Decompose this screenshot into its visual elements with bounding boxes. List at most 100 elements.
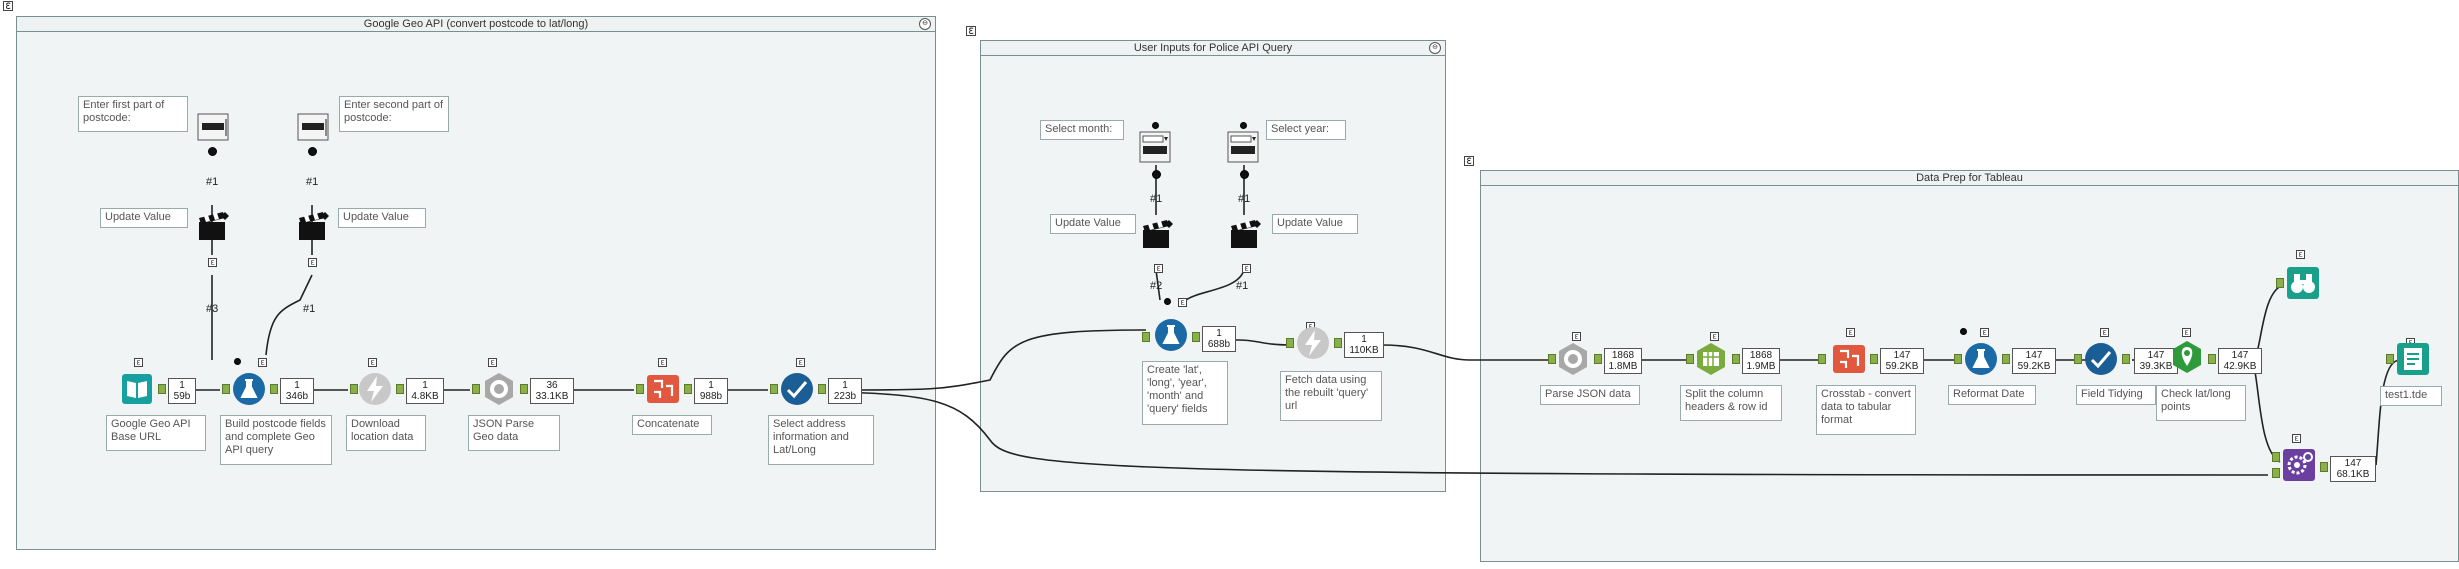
select-tool[interactable] [2084, 342, 2118, 376]
output-anchor[interactable] [396, 384, 404, 394]
interface-flag-icon[interactable]: ℇ [208, 258, 217, 267]
tool-annotation[interactable]: Build postcode fields and complete Geo A… [220, 415, 332, 465]
tool-annotation[interactable]: Create 'lat', 'long', 'year', 'month' an… [1142, 361, 1228, 425]
action-tool[interactable] [1140, 218, 1174, 252]
output-data-tool[interactable] [2396, 342, 2430, 376]
crosstab-tool[interactable] [1832, 342, 1866, 376]
container-header[interactable]: Data Prep for Tableau [1481, 171, 2458, 186]
tool-flag-icon[interactable]: ℇ [2292, 434, 2301, 443]
tool-flag-icon[interactable]: ℇ [1572, 332, 1581, 341]
text-box-tool[interactable] [196, 110, 230, 144]
interface-flag-icon[interactable]: ℇ [308, 258, 317, 267]
output-anchor[interactable] [520, 384, 528, 394]
input-anchor[interactable] [1954, 354, 1962, 364]
formula-tool[interactable] [1964, 342, 1998, 376]
annotation-first-postcode[interactable]: Enter first part of postcode: [78, 96, 188, 132]
tool-flag-icon[interactable]: ℇ [2296, 250, 2305, 259]
output-anchor[interactable] [2208, 354, 2216, 364]
question-anchor-icon[interactable] [1152, 170, 1161, 179]
annotation-update-value[interactable]: Update Value [100, 208, 188, 228]
question-anchor-icon[interactable] [308, 147, 317, 156]
formula-tool[interactable] [1154, 318, 1188, 352]
input-anchor[interactable] [2272, 468, 2280, 478]
container-flag-icon[interactable]: ℇ [3, 1, 13, 11]
tool-annotation[interactable]: Field Tidying [2076, 385, 2156, 405]
question-anchor-icon[interactable] [234, 358, 241, 365]
summarize-tool[interactable] [646, 372, 680, 406]
tool-annotation[interactable]: Reformat Date [1948, 385, 2036, 405]
annotation-select-year[interactable]: Select year: [1266, 120, 1346, 140]
join-multiple-tool[interactable] [2282, 448, 2316, 482]
output-anchor[interactable] [158, 384, 166, 394]
collapse-icon[interactable]: ⊖ [919, 18, 931, 30]
question-anchor-icon[interactable] [208, 147, 217, 156]
tool-annotation[interactable]: Split the column headers & row id [1680, 385, 1782, 421]
output-anchor[interactable] [1732, 354, 1740, 364]
drop-down-tool[interactable] [1226, 130, 1260, 164]
tool-annotation[interactable]: test1.tde [2380, 386, 2442, 406]
tool-flag-icon[interactable]: ℇ [2182, 328, 2191, 337]
drop-down-tool[interactable] [1138, 130, 1172, 164]
tool-annotation[interactable]: Concatenate [632, 415, 712, 435]
download-tool[interactable] [1296, 326, 1330, 360]
collapse-icon[interactable]: ⊖ [1429, 42, 1441, 54]
text-box-tool[interactable] [296, 110, 330, 144]
input-anchor[interactable] [1548, 354, 1556, 364]
output-anchor[interactable] [818, 384, 826, 394]
tool-flag-icon[interactable]: ℇ [1710, 332, 1719, 341]
tool-annotation[interactable]: Parse JSON data [1540, 385, 1640, 405]
container-header[interactable]: User Inputs for Police API Query ⊖ [981, 41, 1445, 56]
filter-tool[interactable] [2170, 340, 2204, 374]
interface-flag-icon[interactable]: ℇ [1242, 264, 1251, 273]
annotation-update-value[interactable]: Update Value [1272, 214, 1358, 234]
formula-tool[interactable] [232, 372, 266, 406]
json-parse-tool[interactable] [1556, 342, 1590, 376]
input-anchor[interactable] [1818, 354, 1826, 364]
tool-annotation[interactable]: Crosstab - convert data to tabular forma… [1816, 385, 1916, 435]
annotation-update-value[interactable]: Update Value [338, 208, 426, 228]
input-anchor[interactable] [350, 384, 358, 394]
select-tool[interactable] [780, 372, 814, 406]
output-anchor[interactable] [2320, 462, 2328, 472]
annotation-second-postcode[interactable]: Enter second part of postcode: [339, 96, 449, 132]
question-anchor-icon[interactable] [1960, 328, 1967, 335]
tool-annotation[interactable]: Google Geo API Base URL [106, 415, 206, 451]
tool-annotation[interactable]: Fetch data using the rebuilt 'query' url [1280, 371, 1382, 421]
tool-annotation[interactable]: Select address information and Lat/Long [768, 415, 874, 465]
input-anchor[interactable] [2386, 354, 2394, 364]
json-parse-tool[interactable] [482, 372, 516, 406]
container-flag-icon[interactable]: ℇ [966, 26, 976, 36]
tool-annotation[interactable]: JSON Parse Geo data [468, 415, 560, 451]
container-flag-icon[interactable]: ℇ [1464, 156, 1474, 166]
tool-flag-icon[interactable]: ℇ [658, 358, 667, 367]
tool-flag-icon[interactable]: ℇ [1178, 298, 1187, 307]
tool-flag-icon[interactable]: ℇ [368, 358, 377, 367]
tool-flag-icon[interactable]: ℇ [796, 358, 805, 367]
action-tool[interactable] [1228, 218, 1262, 252]
question-anchor-icon[interactable] [1152, 122, 1159, 129]
tool-annotation[interactable]: Download location data [346, 415, 426, 451]
question-anchor-icon[interactable] [1164, 298, 1171, 305]
input-anchor[interactable] [472, 384, 480, 394]
tool-flag-icon[interactable]: ℇ [488, 358, 497, 367]
tool-annotation[interactable]: Check lat/long points [2156, 385, 2246, 421]
tool-flag-icon[interactable]: ℇ [258, 358, 267, 367]
output-anchor[interactable] [684, 384, 692, 394]
tool-flag-icon[interactable]: ℇ [2100, 328, 2109, 337]
text-to-columns-tool[interactable] [1694, 342, 1728, 376]
tool-flag-icon[interactable]: ℇ [1846, 328, 1855, 337]
download-tool[interactable] [358, 372, 392, 406]
container-header[interactable]: Google Geo API (convert postcode to lat/… [17, 17, 935, 32]
question-anchor-icon[interactable] [1240, 170, 1249, 179]
action-tool[interactable] [296, 210, 330, 244]
output-anchor[interactable] [2122, 354, 2130, 364]
input-anchor[interactable] [1142, 332, 1150, 342]
input-anchor[interactable] [222, 384, 230, 394]
browse-tool[interactable] [2286, 266, 2320, 300]
input-anchor[interactable] [1686, 354, 1694, 364]
interface-flag-icon[interactable]: ℇ [1154, 264, 1163, 273]
output-anchor[interactable] [1192, 332, 1200, 342]
input-anchor[interactable] [2272, 452, 2280, 462]
input-anchor[interactable] [636, 384, 644, 394]
tool-flag-icon[interactable]: ℇ [1980, 328, 1989, 337]
